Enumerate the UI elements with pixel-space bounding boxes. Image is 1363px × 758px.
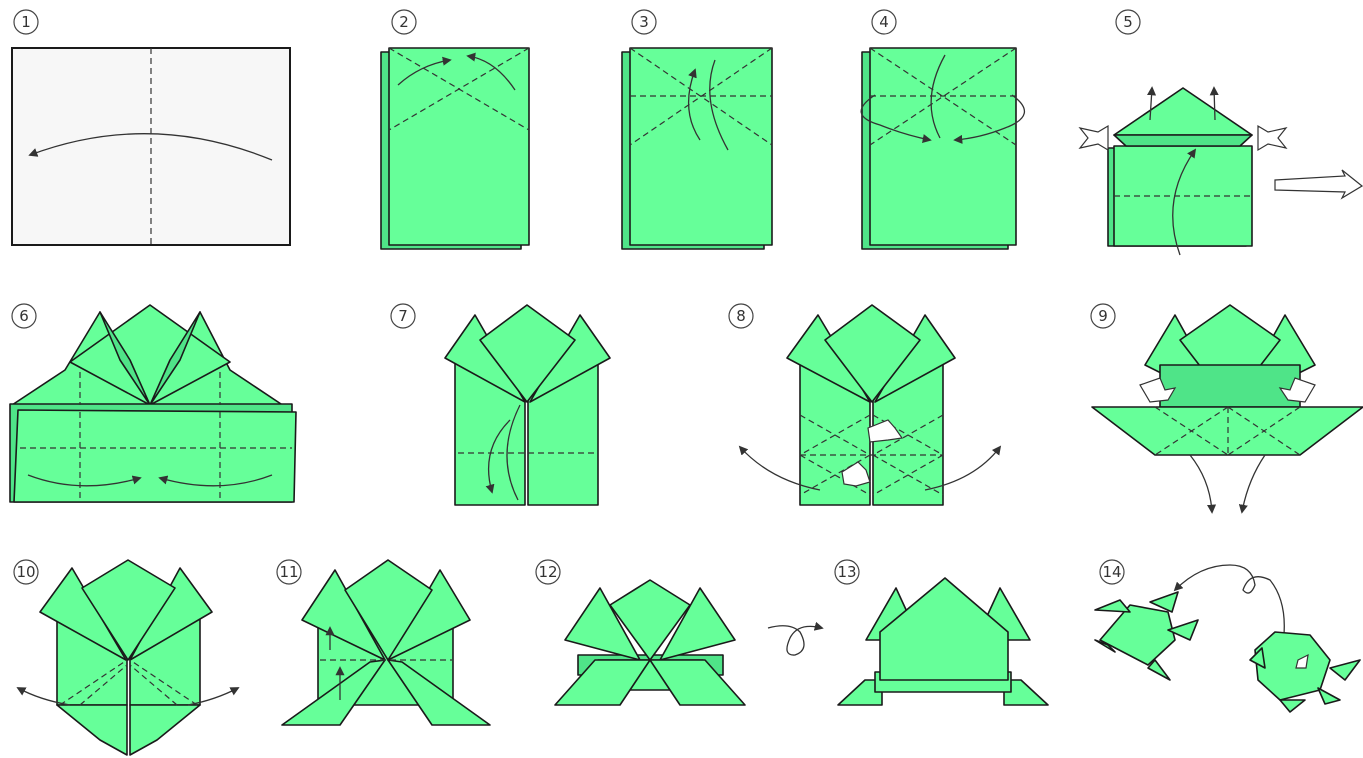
svg-text:12: 12 [538, 563, 557, 581]
jump-arrow [1173, 564, 1285, 651]
svg-text:3: 3 [639, 13, 649, 31]
step-6-number: 6 [11, 303, 37, 329]
step-12-number: 12 [535, 559, 561, 585]
next-arrow [1274, 169, 1363, 200]
step-2: 2 [380, 9, 530, 250]
folded-rectangle [869, 47, 1017, 246]
svg-text:9: 9 [1098, 307, 1108, 325]
step-8: 8 [728, 303, 1002, 506]
step-3-number: 3 [631, 9, 657, 35]
top-triangle [1113, 87, 1253, 136]
step-9: 9 [1090, 303, 1363, 514]
svg-text:13: 13 [837, 563, 856, 581]
wide-base [13, 409, 297, 503]
step-7-number: 7 [390, 303, 416, 329]
step-2-number: 2 [391, 9, 417, 35]
svg-text:10: 10 [16, 563, 35, 581]
step-9-number: 9 [1090, 303, 1116, 329]
step-5: 5 [1078, 9, 1363, 256]
step-11-number: 11 [276, 559, 302, 585]
svg-text:1: 1 [21, 13, 31, 31]
step-1: 1 [11, 9, 291, 246]
svg-text:6: 6 [19, 307, 29, 325]
step-13: 13 [834, 559, 1049, 706]
step-11: 11 [276, 559, 491, 726]
sitting-frog [1249, 631, 1361, 713]
svg-text:8: 8 [736, 307, 746, 325]
frog-body [879, 577, 1009, 681]
step-4: 4 [860, 9, 1025, 250]
folded-rectangle [629, 47, 773, 246]
svg-text:7: 7 [398, 307, 408, 325]
folded-rectangle [388, 47, 530, 246]
svg-text:2: 2 [399, 13, 409, 31]
jumping-frog [1094, 591, 1199, 681]
fold-arrow [28, 133, 273, 161]
svg-text:11: 11 [279, 563, 298, 581]
step-14-number: 14 [1099, 559, 1125, 585]
step-4-number: 4 [871, 9, 897, 35]
step-7: 7 [390, 303, 611, 506]
turn-over-symbol [767, 621, 824, 656]
step-14: 14 [1094, 559, 1361, 713]
step-8-number: 8 [728, 303, 754, 329]
svg-text:14: 14 [1102, 563, 1121, 581]
step-13-number: 13 [834, 559, 860, 585]
step-5-number: 5 [1115, 9, 1141, 35]
step-6: 6 [9, 303, 297, 503]
step-10: 10 [13, 559, 240, 756]
step-10-number: 10 [13, 559, 39, 585]
step-3: 3 [621, 9, 773, 250]
svg-text:4: 4 [879, 13, 889, 31]
step-12: 12 [535, 559, 824, 706]
svg-text:5: 5 [1123, 13, 1133, 31]
step-1-number: 1 [13, 9, 39, 35]
